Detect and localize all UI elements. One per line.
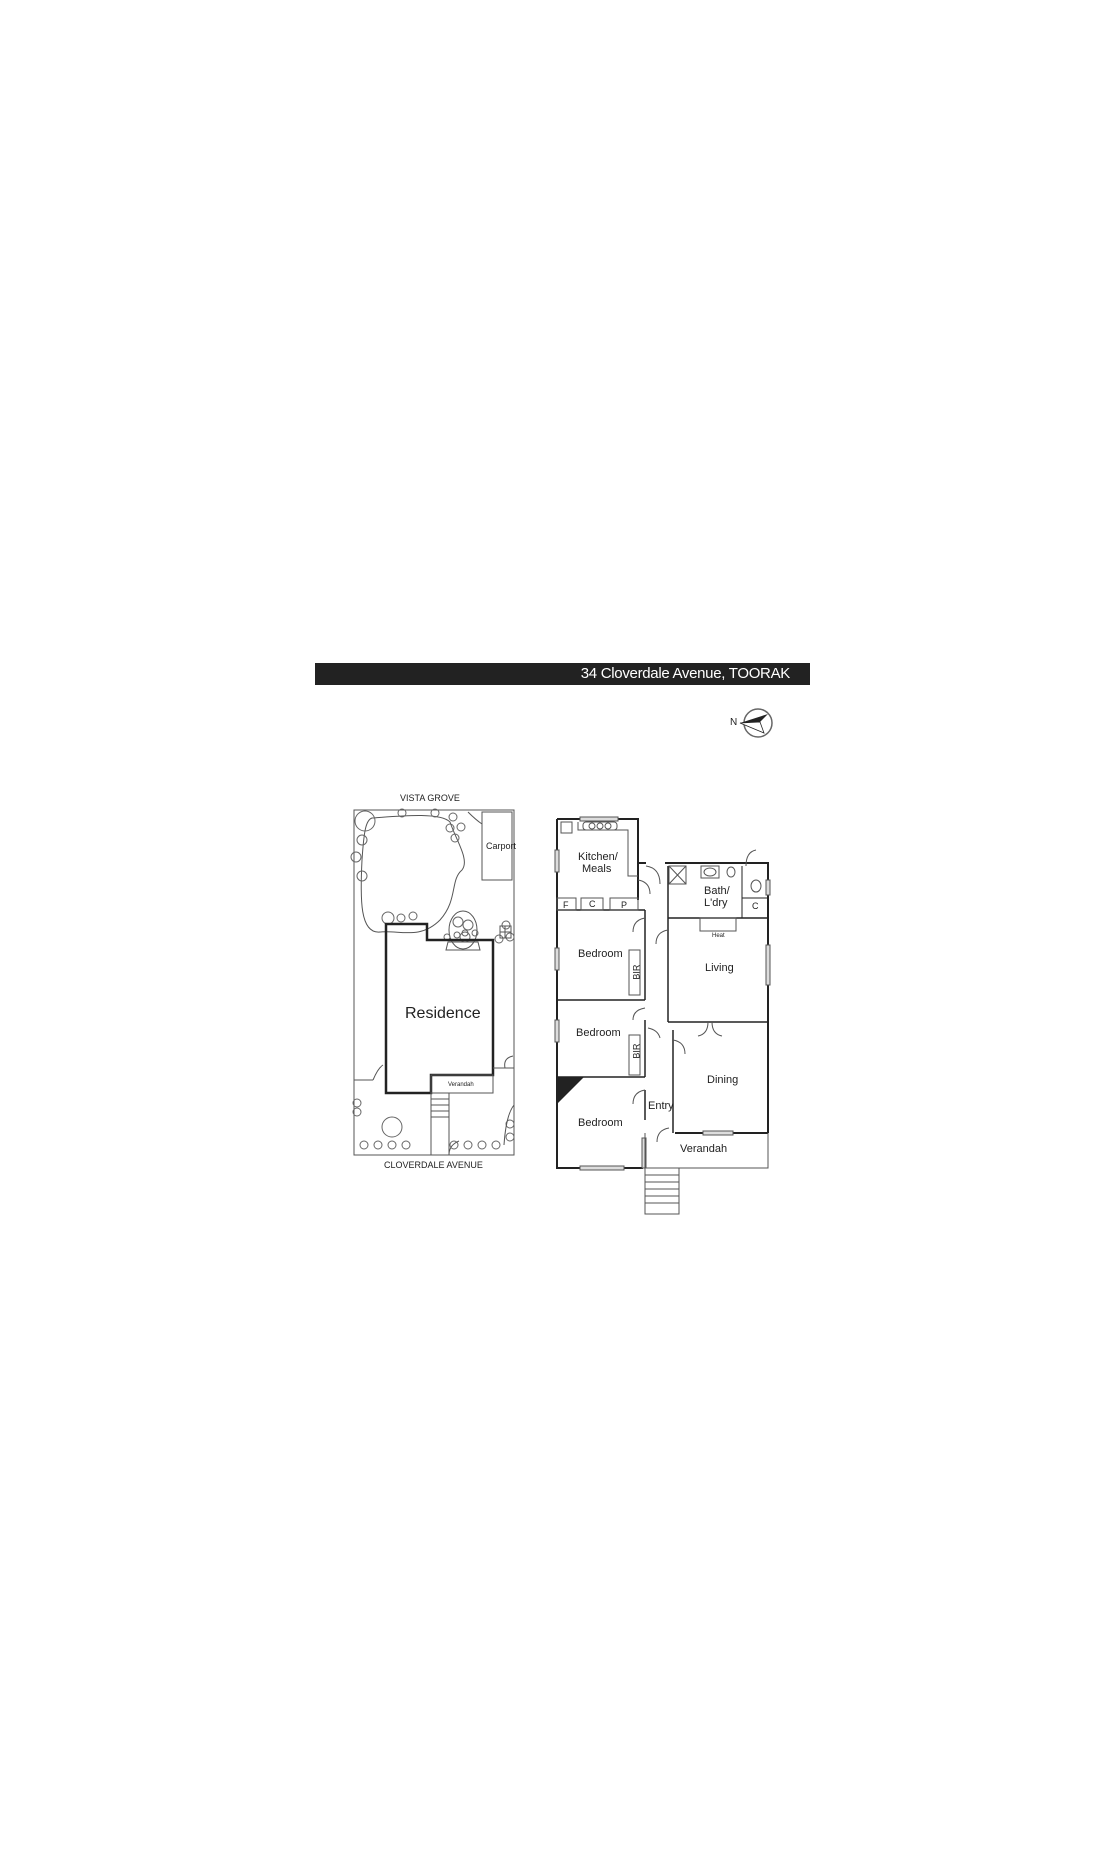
cupboard-label: C	[589, 899, 596, 909]
address-title: 34 Cloverdale Avenue, TOORAK	[580, 665, 791, 682]
pantry-label: P	[621, 900, 628, 910]
bedroom-2-label: Bedroom	[576, 1027, 621, 1039]
fridge-label: F	[563, 900, 569, 910]
bedroom-3-label: Bedroom	[578, 1117, 623, 1129]
site-verandah-label: Verandah	[448, 1082, 474, 1088]
kitchen-label-1: Kitchen/	[578, 851, 618, 863]
kitchen-label-2: Meals	[582, 863, 612, 875]
bir-1-label: BIR	[631, 964, 642, 980]
dining-label: Dining	[707, 1074, 739, 1086]
carport-label: Carport	[486, 841, 517, 851]
north-label: N	[730, 717, 738, 728]
street-label-bottom: CLOVERDALE AVENUE	[384, 1160, 483, 1170]
street-label-top: VISTA GROVE	[400, 793, 460, 803]
bath-label-1: Bath/	[704, 885, 730, 897]
verandah-label: Verandah	[680, 1143, 728, 1155]
bedroom-1-label: Bedroom	[578, 948, 623, 960]
residence-label: Residence	[405, 1005, 481, 1022]
bath-label-2: L'dry	[704, 897, 728, 909]
heat-label: Heat	[712, 933, 725, 939]
living-label: Living	[705, 962, 734, 974]
north-arrow-icon: N	[722, 705, 782, 745]
entry-label: Entry	[648, 1100, 674, 1112]
bir-2-label: BIR	[631, 1043, 642, 1059]
site-plan	[350, 808, 515, 1156]
bath-cupboard-label: C	[752, 901, 759, 911]
address-banner: 34 Cloverdale Avenue, TOORAK	[315, 663, 810, 685]
